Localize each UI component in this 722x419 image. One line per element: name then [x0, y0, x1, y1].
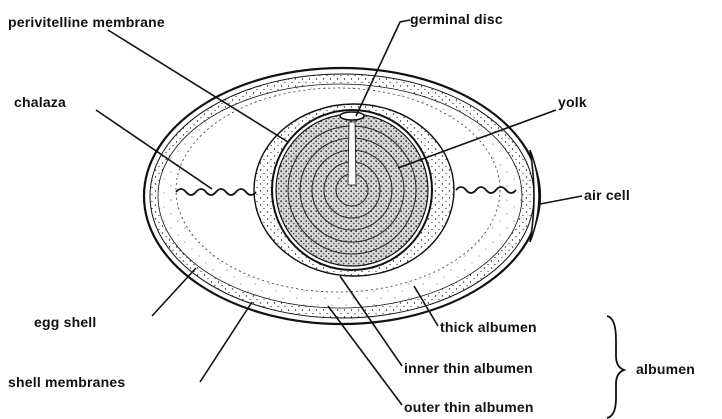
label-albumen: albumen	[636, 361, 695, 377]
germinal-disc-mark	[340, 112, 364, 120]
label-air-cell: air cell	[584, 187, 630, 203]
label-germinal-disc: germinal disc	[410, 11, 503, 27]
label-yolk: yolk	[558, 94, 587, 110]
leader-egg-shell	[152, 268, 196, 316]
label-outer-thin-albumen: outer thin albumen	[404, 399, 534, 415]
albumen-brace	[607, 316, 624, 418]
label-thick-albumen: thick albumen	[440, 319, 537, 335]
label-shell-membranes: shell membranes	[8, 374, 125, 390]
leader-shell-membranes	[200, 302, 252, 382]
label-chalaza: chalaza	[14, 94, 66, 110]
leader-air-cell	[540, 196, 582, 204]
latebra	[348, 122, 356, 185]
label-perivitelline-membrane: perivitelline membrane	[8, 14, 165, 30]
label-egg-shell: egg shell	[34, 314, 96, 330]
label-inner-thin-albumen: inner thin albumen	[404, 360, 533, 376]
